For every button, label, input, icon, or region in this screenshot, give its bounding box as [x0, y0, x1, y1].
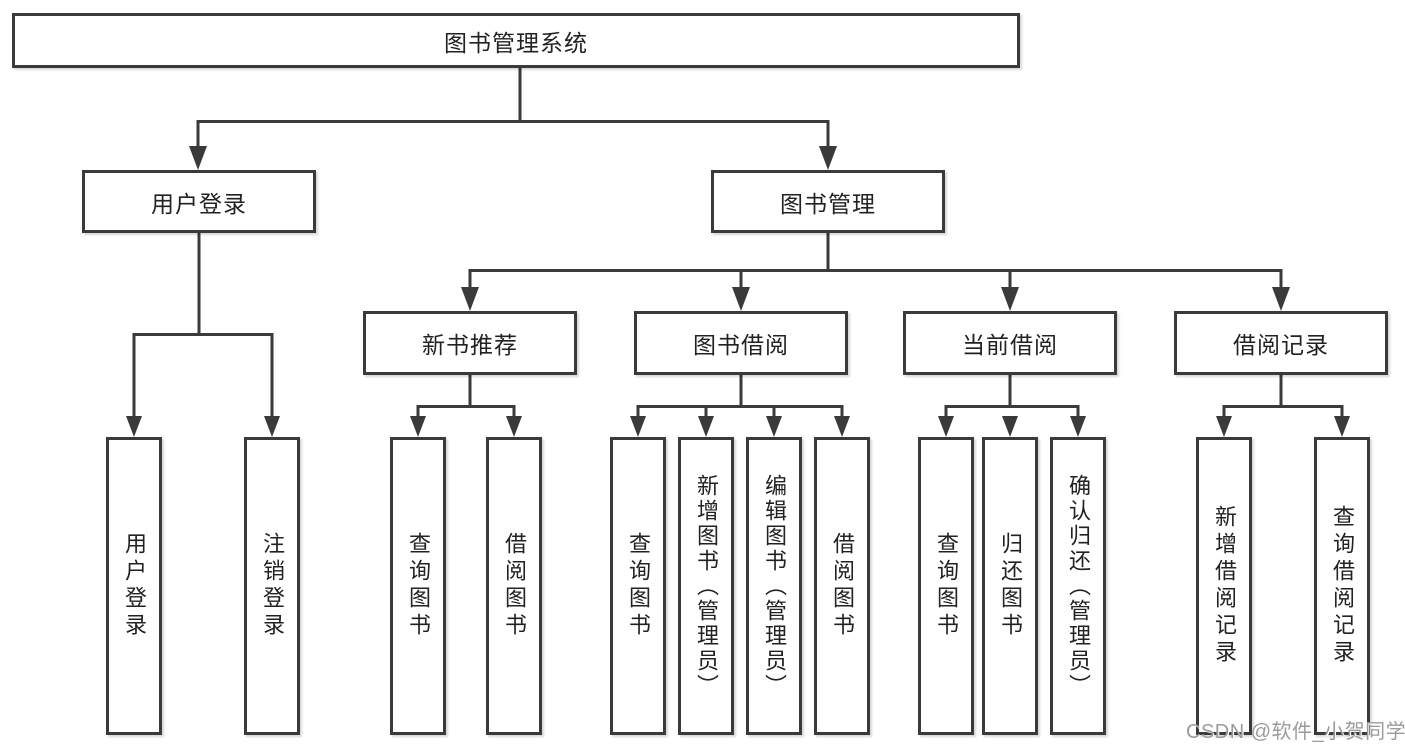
node-user-login-group: 用户登录	[82, 170, 316, 233]
node-book-management-label: 图书管理	[780, 190, 876, 217]
arrowhead-newbook	[461, 287, 479, 311]
leaf-current-return-label: 归还图书	[998, 532, 1023, 640]
arrowhead-userlogin-group	[189, 146, 207, 170]
arrowhead-cb-return	[1002, 416, 1018, 437]
arrowhead-bookmgmt	[819, 146, 837, 170]
connector-borrow-branch	[636, 375, 844, 418]
node-root: 图书管理系统	[12, 13, 1020, 68]
leaf-current-confirm-admin-label: 确认归还（管理员）	[1066, 473, 1091, 699]
leaf-current-confirm-admin: 确认归还（管理员）	[1050, 437, 1106, 735]
leaf-current-query: 查询图书	[918, 437, 974, 735]
leaf-borrow-edit-admin-label: 编辑图书（管理员）	[762, 473, 787, 699]
connector-record-branch	[1222, 375, 1344, 418]
leaf-borrow-borrow-label: 借阅图书	[830, 532, 855, 640]
leaf-newbook-query-label: 查询图书	[406, 532, 431, 640]
node-book-borrow-label: 图书借阅	[693, 332, 789, 358]
arrowhead-br-query	[1334, 416, 1350, 437]
leaf-newbook-borrow: 借阅图书	[486, 437, 542, 735]
leaf-newbook-borrow-label: 借阅图书	[502, 532, 527, 640]
leaf-record-add-label: 新增借阅记录	[1212, 505, 1237, 667]
leaf-borrow-query: 查询图书	[610, 437, 666, 735]
connector-current-branch	[944, 375, 1080, 418]
leaf-borrow-add-admin: 新增图书（管理员）	[678, 437, 734, 735]
arrowhead-nb-query	[410, 416, 426, 437]
leaf-record-add: 新增借阅记录	[1196, 437, 1252, 735]
arrowhead-borrowrecord	[1272, 287, 1290, 311]
node-book-management: 图书管理	[711, 170, 945, 233]
leaf-current-query-label: 查询图书	[934, 532, 959, 640]
leaf-logout: 注销登录	[244, 437, 300, 735]
leaf-borrow-borrow: 借阅图书	[814, 437, 870, 735]
connector-bookmgmt-branch	[468, 233, 1283, 289]
arrowhead-bb-query	[630, 416, 646, 437]
arrowhead-nb-borrow	[506, 416, 522, 437]
node-borrow-record: 借阅记录	[1174, 311, 1388, 375]
arrowhead-bb-add	[698, 416, 714, 437]
node-new-book-recommend: 新书推荐	[363, 311, 577, 375]
leaf-current-return: 归还图书	[982, 437, 1038, 735]
watermark: CSDN @软件_小贺同学	[1186, 721, 1405, 743]
arrowhead-user-login	[126, 416, 142, 437]
connector-newbook-branch	[416, 375, 516, 418]
leaf-borrow-add-admin-label: 新增图书（管理员）	[694, 473, 719, 699]
arrowhead-bb-borrow	[834, 416, 850, 437]
node-current-borrow: 当前借阅	[903, 311, 1117, 375]
connector-root-to-level1	[196, 67, 830, 148]
node-new-book-recommend-label: 新书推荐	[422, 332, 518, 358]
leaf-newbook-query: 查询图书	[390, 437, 446, 735]
arrowhead-br-add	[1216, 416, 1232, 437]
leaf-record-query-label: 查询借阅记录	[1330, 505, 1355, 667]
arrowhead-currentborrow	[1001, 287, 1019, 311]
node-borrow-record-label: 借阅记录	[1233, 332, 1329, 358]
node-current-borrow-label: 当前借阅	[962, 332, 1058, 358]
node-user-login-group-label: 用户登录	[151, 190, 247, 217]
connector-userlogin-branch	[132, 233, 274, 418]
arrowhead-logout	[264, 416, 280, 437]
leaf-borrow-edit-admin: 编辑图书（管理员）	[746, 437, 802, 735]
leaf-record-query: 查询借阅记录	[1314, 437, 1370, 735]
node-book-borrow: 图书借阅	[634, 311, 848, 375]
leaf-logout-label: 注销登录	[260, 532, 285, 640]
node-root-label: 图书管理系统	[444, 29, 588, 56]
leaf-user-login: 用户登录	[106, 437, 162, 735]
arrowhead-bookborrow	[732, 287, 750, 311]
leaf-borrow-query-label: 查询图书	[626, 532, 651, 640]
arrowhead-cb-confirm	[1070, 416, 1086, 437]
arrowhead-cb-query	[938, 416, 954, 437]
leaf-user-login-label: 用户登录	[122, 532, 147, 640]
arrowhead-bb-edit	[766, 416, 782, 437]
